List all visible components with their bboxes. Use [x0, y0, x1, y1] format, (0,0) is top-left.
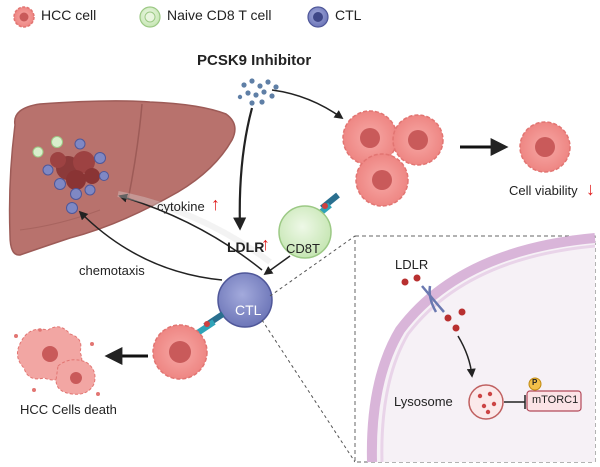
arrow-cd8t-to-ctl — [263, 255, 291, 276]
cd8t-label: CD8T — [286, 241, 320, 256]
ldlr-up-icon: ↑ — [261, 234, 270, 254]
arrow-inhibitor-to-ldlr — [233, 107, 254, 231]
dying-hcc-cells — [14, 326, 100, 396]
zoom-line-bottom — [261, 319, 356, 463]
tcr-receptor-lower — [194, 311, 225, 337]
arrow-to-lysosome — [457, 335, 476, 378]
zoom-line-top — [269, 235, 356, 297]
arrow-down-icon: ↓ — [586, 179, 595, 199]
phospho-label: P — [532, 378, 538, 387]
ctl-cell-label: CTL — [235, 302, 262, 318]
liver — [8, 100, 236, 256]
ldlr-receptor-inset — [401, 274, 466, 332]
mtorc1-box — [526, 390, 582, 412]
phospho-badge — [528, 377, 542, 391]
legend-hcc-label: HCC cell — [41, 7, 97, 23]
legend-ctl-icon — [307, 6, 329, 28]
hcc-cells-death-label: HCC Cells death — [20, 402, 117, 417]
cd8t-cell — [278, 205, 332, 259]
arrow-inhibitor-to-hcc — [271, 89, 344, 120]
pcsk9-inhibitor-molecules — [237, 78, 279, 106]
arrow-chemotaxis — [78, 210, 223, 281]
chemotaxis-label: chemotaxis — [79, 263, 145, 278]
lysosome — [468, 384, 504, 420]
pcsk9-inhibitor-label: PCSK9 Inhibitor — [197, 52, 312, 69]
hcc-single-cell — [519, 121, 571, 173]
cell-viability-label: Cell viability — [509, 183, 578, 198]
ldlr-inset-label: LDLR — [395, 257, 429, 272]
legend-hcc-icon — [13, 6, 35, 28]
ctl-cell — [217, 272, 273, 328]
lysosome-label: Lysosome — [394, 394, 453, 409]
mtorc1-label: mTORC1 — [532, 394, 579, 406]
legend-ctl-label: CTL — [335, 7, 362, 23]
cytokine-up-icon: ↑ — [211, 194, 220, 214]
hcc-cluster — [342, 110, 444, 207]
legend-naive-cd8-icon — [139, 6, 161, 28]
cytokine-label: cytokine — [157, 199, 205, 214]
ldlr-main-label: LDLR — [227, 239, 265, 255]
legend-naive-label: Naive CD8 T cell — [167, 7, 272, 23]
arrow-cytokine — [118, 193, 263, 271]
hcc-target-cell — [152, 324, 208, 380]
